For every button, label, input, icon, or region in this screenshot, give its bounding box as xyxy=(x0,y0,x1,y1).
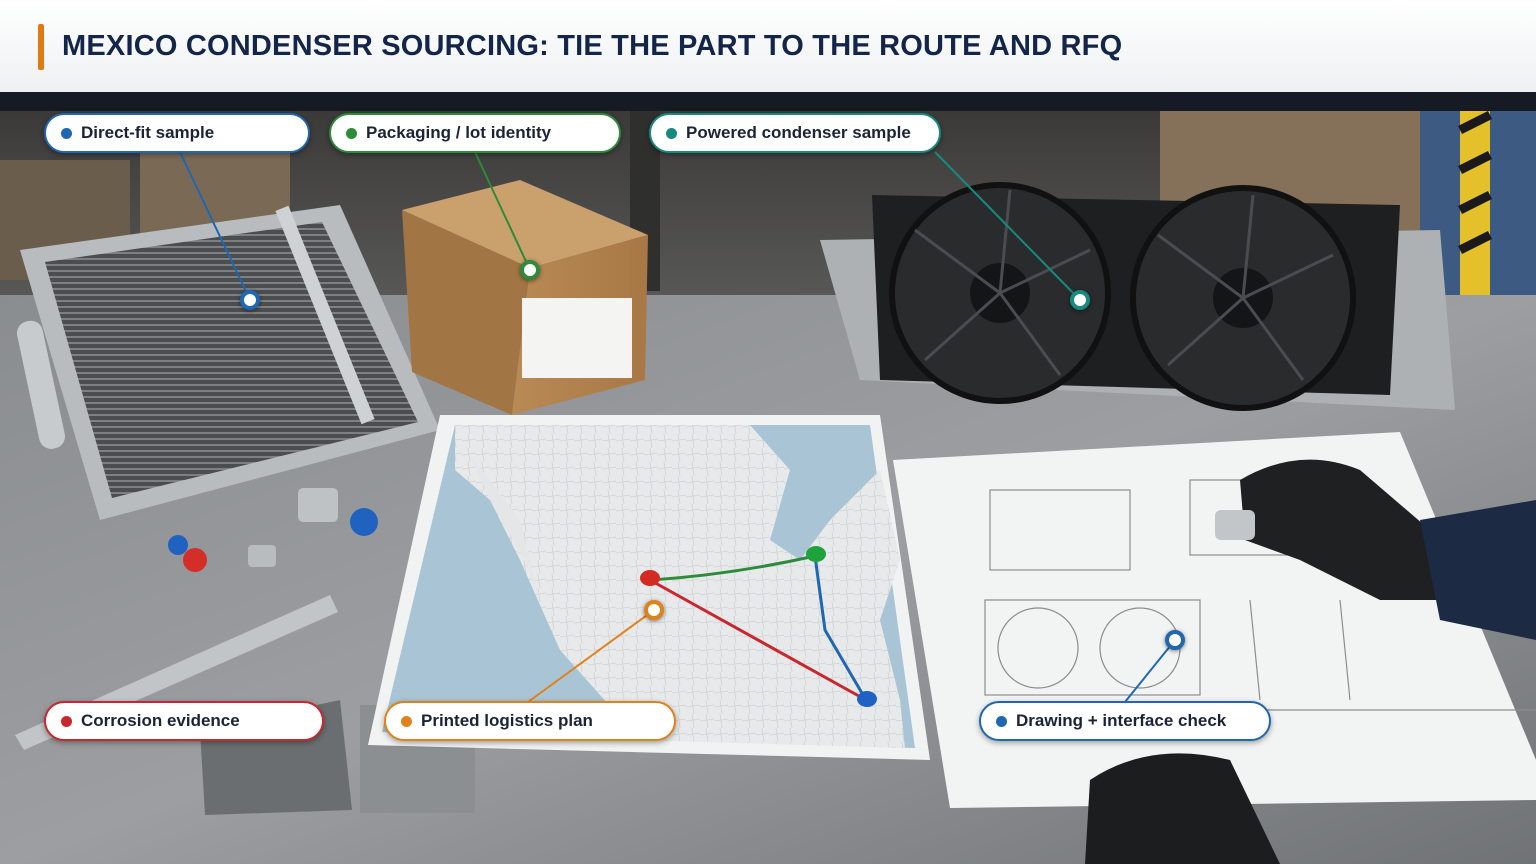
title-accent-bar xyxy=(38,24,44,70)
callout-label: Corrosion evidence xyxy=(81,711,240,730)
leader-drawing xyxy=(1124,639,1176,703)
leader-direct-fit xyxy=(179,151,251,301)
callout-powered-condenser-sample[interactable]: Powered condenser sample xyxy=(649,113,941,153)
leader-packaging xyxy=(474,151,531,271)
callout-label: Powered condenser sample xyxy=(686,123,911,142)
callout-leader-lines xyxy=(179,151,1176,703)
route-blue xyxy=(813,555,868,701)
direct-fit-condenser xyxy=(16,205,440,520)
target-marker-icon xyxy=(520,260,540,280)
callout-dot xyxy=(346,127,357,139)
map-pin-red xyxy=(640,570,660,586)
map-pin-green xyxy=(806,546,826,562)
workbench-photo xyxy=(0,111,1536,864)
target-marker-icon xyxy=(240,290,260,310)
cardboard-box xyxy=(402,180,648,415)
logistics-routes xyxy=(640,546,877,707)
callout-dot xyxy=(401,715,412,727)
callout-label: Packaging / lot identity xyxy=(366,123,552,142)
callout-dot xyxy=(61,715,72,727)
callout-corrosion-evidence[interactable]: Corrosion evidence xyxy=(44,701,324,741)
route-red xyxy=(649,578,867,702)
target-marker-icon xyxy=(644,600,664,620)
title-divider-strip xyxy=(0,92,1536,111)
mexico-map-printout xyxy=(368,415,930,760)
map-pin-blue xyxy=(857,691,877,707)
title-bar: MEXICO CONDENSER SOURCING: TIE THE PART … xyxy=(0,0,1536,92)
leader-powered-condenser xyxy=(934,151,1081,301)
safety-stripes xyxy=(1457,111,1493,255)
callout-dot xyxy=(666,127,677,139)
powered-condenser xyxy=(820,182,1455,411)
callout-label: Drawing + interface check xyxy=(1016,711,1227,730)
callout-label: Printed logistics plan xyxy=(421,711,593,730)
leader-logistics xyxy=(527,609,655,703)
callout-drawing-interface-check[interactable]: Drawing + interface check xyxy=(979,701,1271,741)
map-landmass xyxy=(455,425,905,748)
callout-label: Direct-fit sample xyxy=(81,123,215,142)
callout-dot xyxy=(996,715,1007,727)
route-green xyxy=(649,554,816,582)
gloved-hands xyxy=(1085,459,1536,864)
slide-title: MEXICO CONDENSER SOURCING: TIE THE PART … xyxy=(62,30,1123,62)
callout-printed-logistics-plan[interactable]: Printed logistics plan xyxy=(384,701,676,741)
box-label xyxy=(522,298,632,378)
target-marker-icon xyxy=(1165,630,1185,650)
callout-direct-fit-sample[interactable]: Direct-fit sample xyxy=(44,113,310,153)
target-marker-icon xyxy=(1070,290,1090,310)
callout-packaging-lot-identity[interactable]: Packaging / lot identity xyxy=(329,113,621,153)
callout-dot xyxy=(61,127,72,139)
